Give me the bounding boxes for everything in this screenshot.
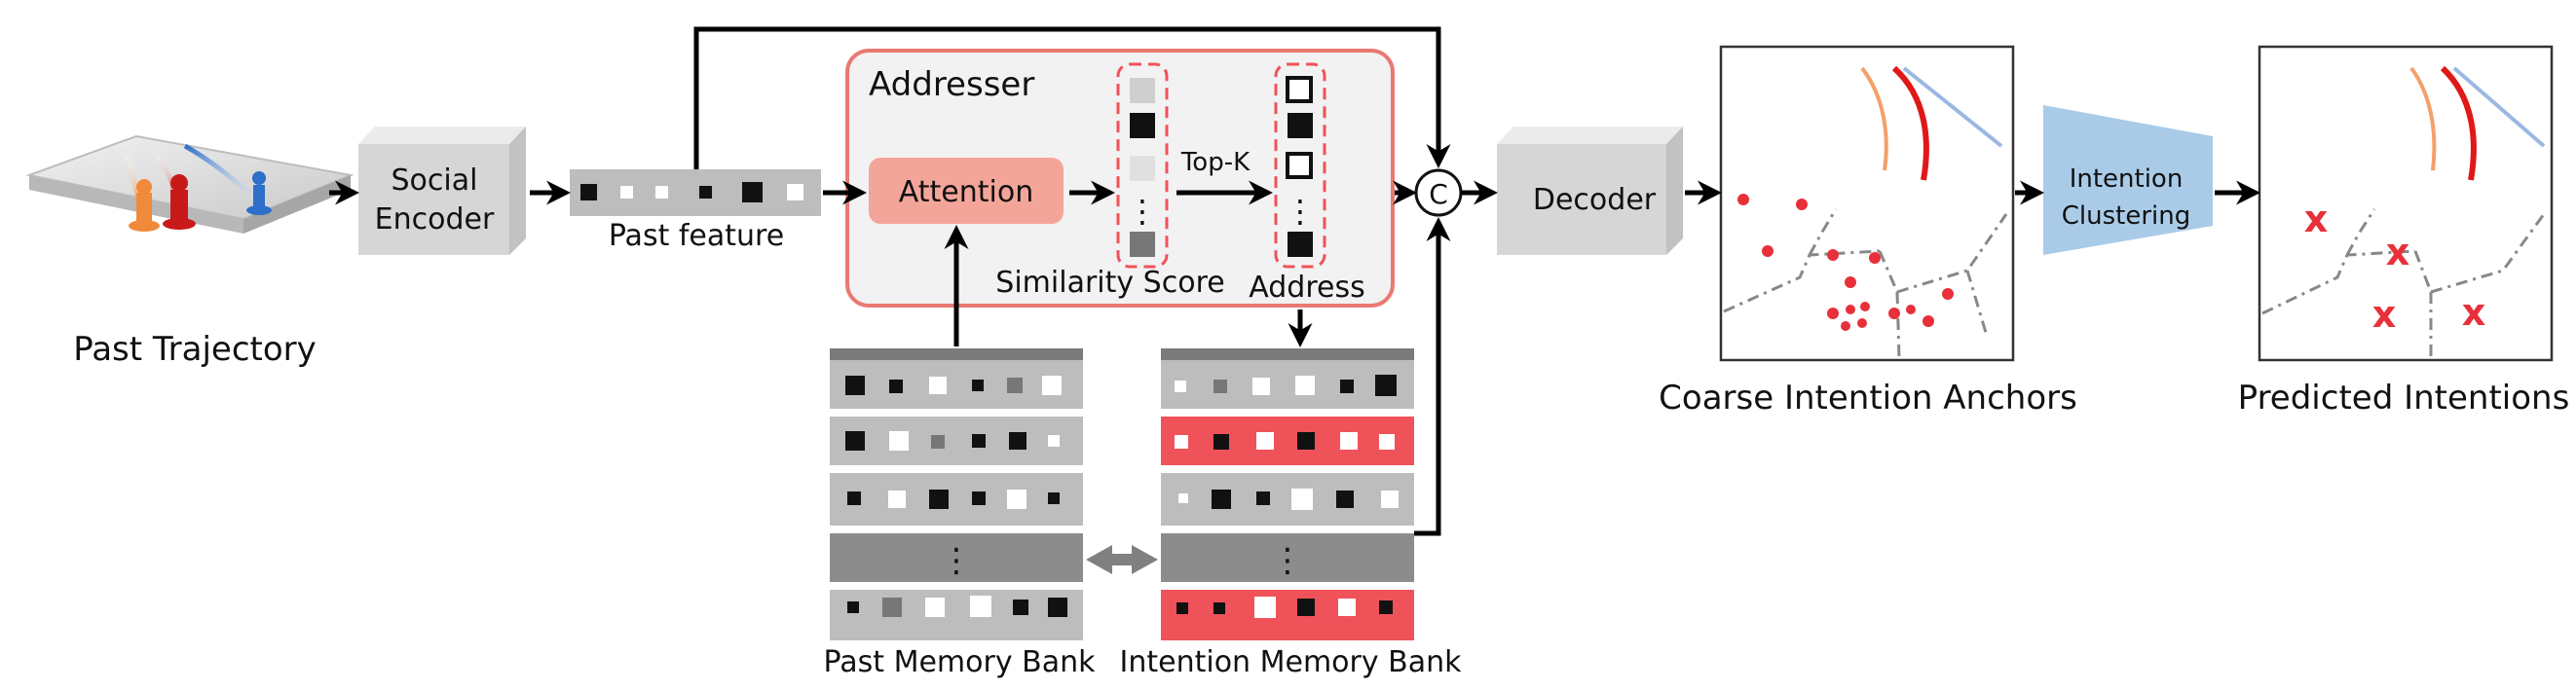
intention-clustering-label-line2: Clustering — [2062, 201, 2191, 231]
top-k-label: Top-K — [1180, 148, 1251, 177]
past-trajectory-label: Past Trajectory — [73, 330, 317, 369]
attention-block — [869, 158, 1064, 224]
addresser-box — [845, 49, 1395, 308]
concat-label: C — [1429, 178, 1448, 210]
social-encoder-block — [358, 127, 526, 255]
decoder-block — [1497, 127, 1683, 255]
intention-marker: x — [2304, 198, 2329, 240]
arrow-intention-bank-to-concat — [1414, 217, 1451, 536]
attention-label: Attention — [899, 175, 1033, 209]
past-memory-bank-label: Past Memory Bank — [824, 645, 1097, 679]
intention-clustering-block — [2043, 105, 2213, 255]
arrow-feature-skip-to-concat — [693, 26, 1451, 169]
intention-memory-bank-label: Intention Memory Bank — [1120, 645, 1463, 679]
decoder-label: Decoder — [1533, 183, 1657, 217]
similarity-score-vector — [1116, 62, 1169, 269]
flow-arrows — [329, 26, 2260, 536]
past-feature-vector — [570, 169, 821, 216]
addresser-label: Addresser — [869, 65, 1034, 104]
predicted-intention-markers: x x x x — [2304, 198, 2486, 336]
predicted-intentions-panel — [2258, 45, 2554, 362]
intention-marker: x — [2386, 231, 2410, 273]
coarse-intention-anchors-panel — [1719, 45, 2015, 362]
similarity-score-label: Similarity Score — [995, 266, 1224, 300]
social-encoder-label-line2: Encoder — [375, 202, 495, 236]
similarity-ellipsis: ⋮ — [1127, 193, 1158, 230]
past-memory-bank — [830, 348, 1083, 640]
address-vector — [1274, 62, 1326, 269]
intention-clustering-label-line1: Intention — [2070, 164, 2184, 194]
intention-memory-bank — [1161, 348, 1414, 640]
address-ellipsis: ⋮ — [1285, 193, 1316, 230]
intention-marker: x — [2462, 291, 2486, 334]
past-feature-label: Past feature — [609, 219, 784, 253]
address-label: Address — [1249, 271, 1364, 305]
pedestrian-scene-icon — [25, 134, 355, 234]
coarse-intention-anchors-label: Coarse Intention Anchors — [1659, 379, 2077, 418]
double-arrow-icon — [1086, 545, 1158, 574]
social-encoder-label-line1: Social — [392, 164, 478, 198]
intention-marker: x — [2372, 293, 2397, 336]
past-memory-bank-ellipsis: ⋮ — [940, 541, 973, 580]
predicted-intentions-label: Predicted Intentions — [2238, 379, 2570, 418]
intention-memory-bank-ellipsis: ⋮ — [1271, 541, 1304, 580]
